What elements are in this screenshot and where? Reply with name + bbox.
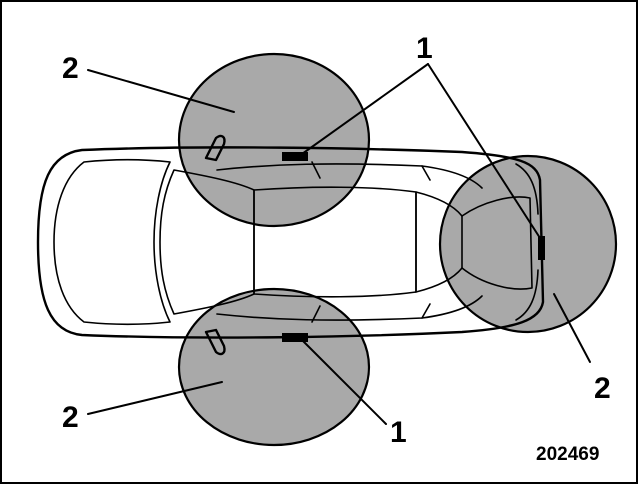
detection-zone-front-left [177, 52, 371, 228]
callout-zone-top-left: 2 [62, 52, 79, 85]
sensor-mirror-left [282, 152, 308, 161]
leader-sensor-right [301, 339, 387, 425]
rear-lamp-left [515, 163, 539, 215]
leader-sensor-left [301, 63, 429, 155]
car-top-view [36, 134, 545, 356]
car-windshield [159, 169, 255, 315]
sensor-rear [538, 236, 545, 260]
car-hood [53, 158, 171, 326]
callout-sensor-top: 1 [416, 32, 433, 65]
car-side-line-right [216, 295, 483, 321]
door-seam-right [311, 305, 321, 323]
sensor-mirror-right [282, 333, 308, 342]
rear-door-seam-right [421, 303, 431, 319]
detection-zone-rear [438, 154, 618, 334]
figure-id: 202469 [536, 444, 599, 465]
leader-sensor-rear [427, 63, 541, 239]
rear-door-seam-left [421, 165, 431, 181]
door-seam-left [311, 161, 321, 179]
callout-zone-rear-right: 2 [594, 372, 611, 405]
leader-zone-rear [553, 293, 591, 363]
car-side-line-left [216, 163, 483, 189]
callout-zone-bottom-left: 2 [62, 401, 79, 434]
car-trunk [461, 196, 533, 290]
detection-zone-front-right [177, 287, 371, 447]
mirror-left [204, 134, 226, 162]
mirror-right [204, 328, 226, 356]
leader-zone-top-left [87, 69, 235, 113]
leader-zone-bottom-left [87, 381, 223, 415]
car-body [36, 146, 545, 339]
callout-sensor-bottom: 1 [390, 416, 407, 449]
rear-lamp-right [515, 269, 539, 321]
